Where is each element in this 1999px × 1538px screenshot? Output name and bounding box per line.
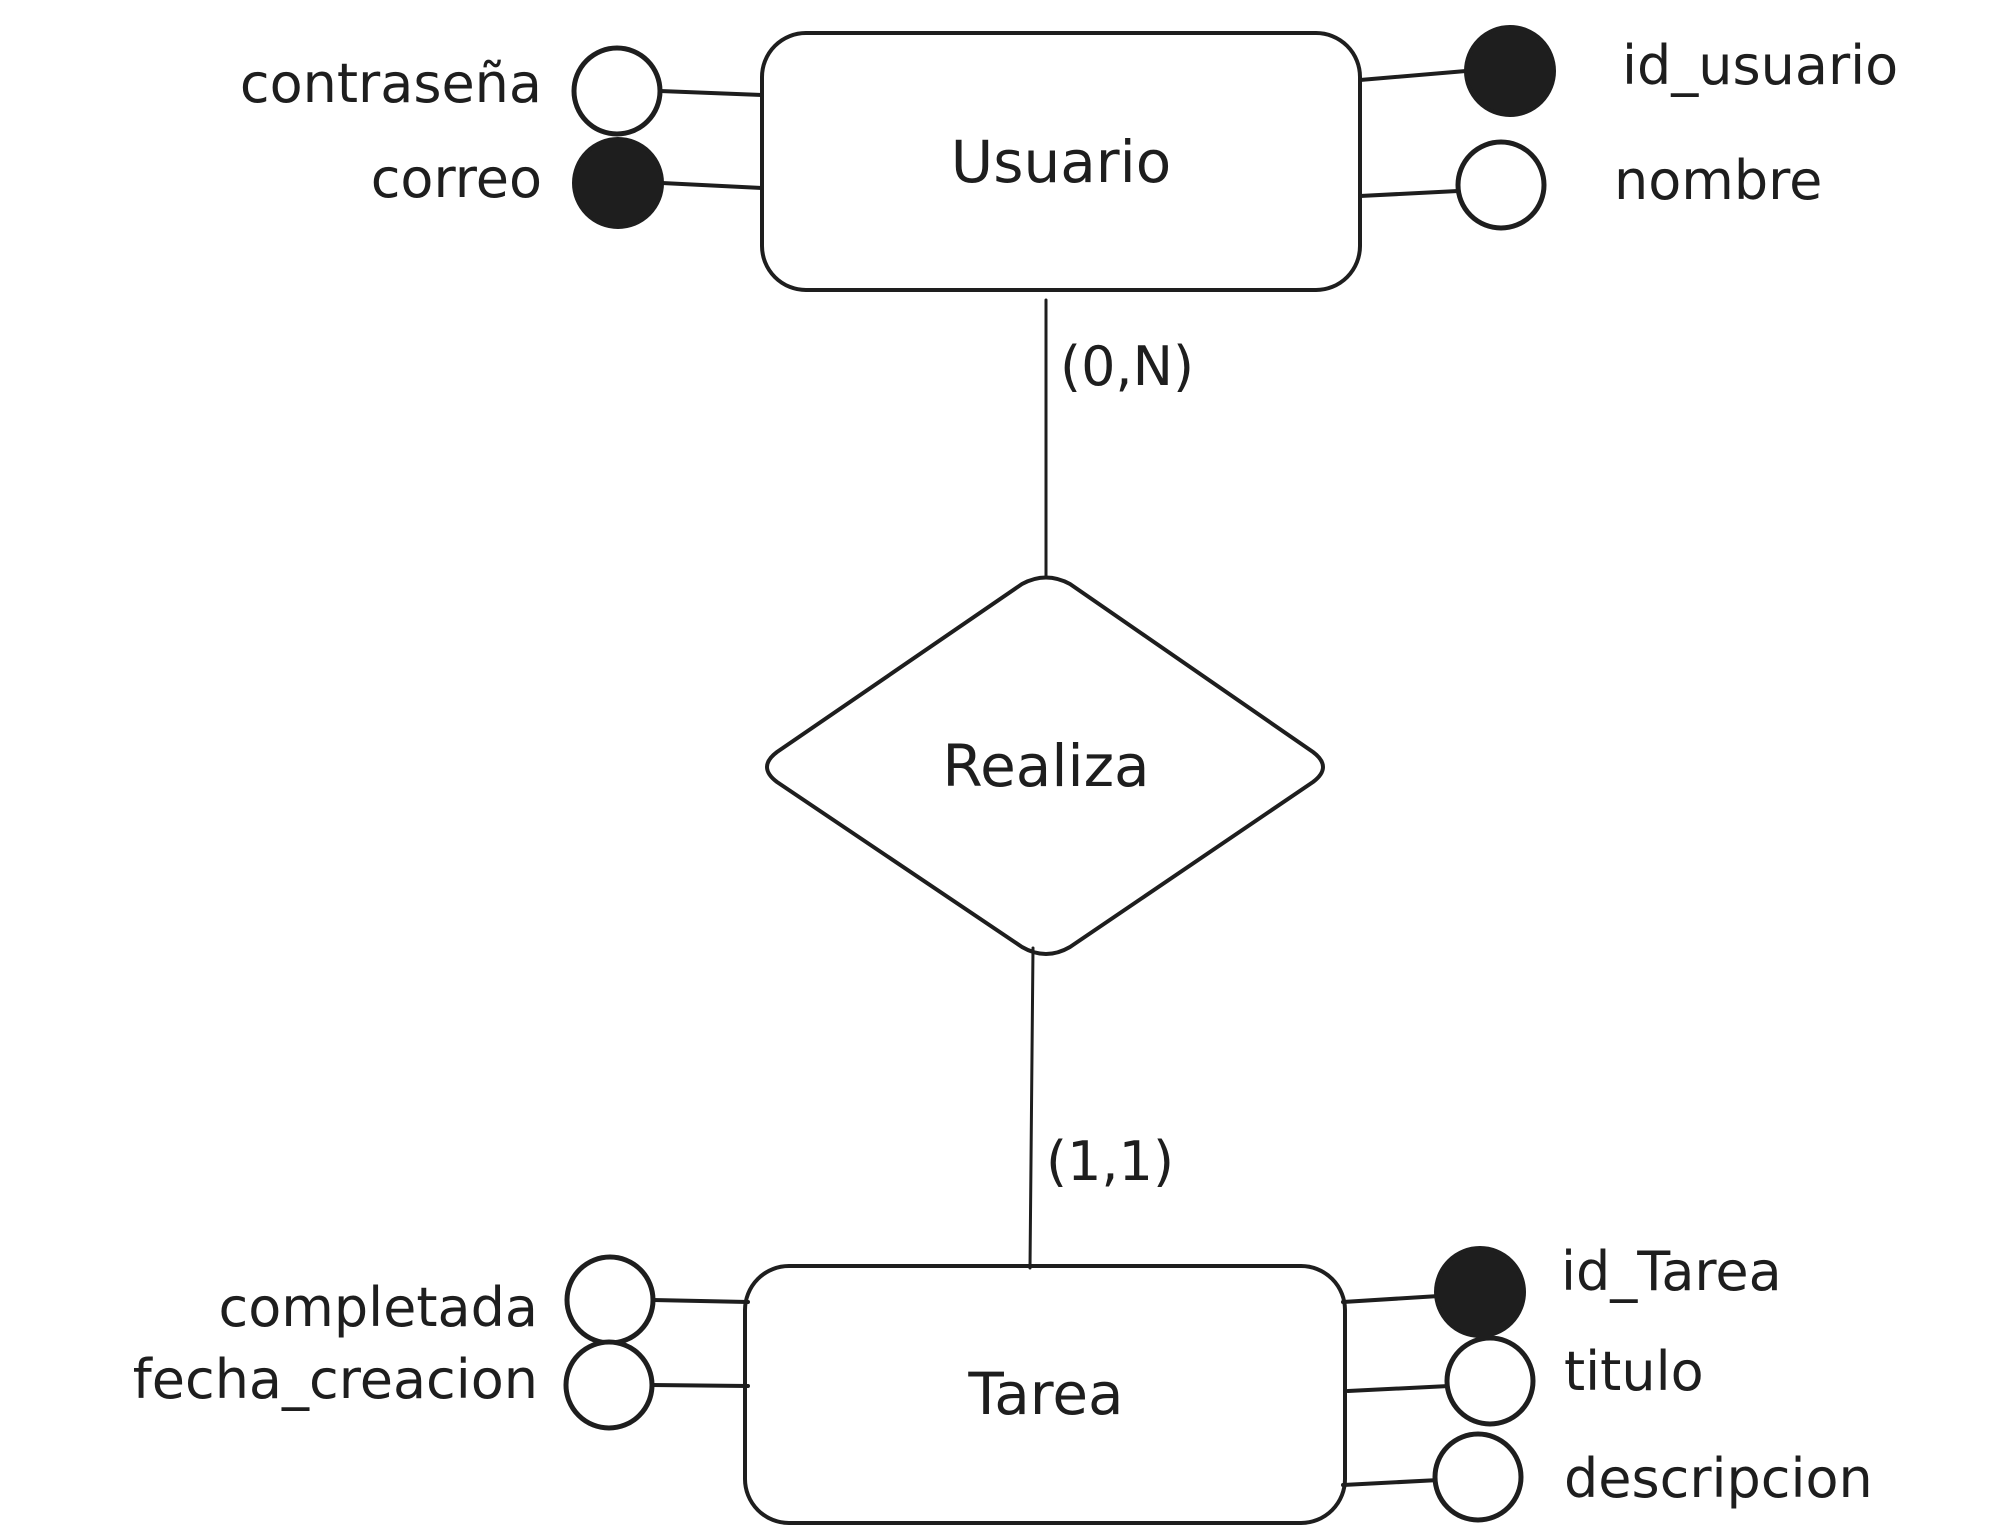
attribute-titulo-label: titulo — [1564, 1340, 1704, 1403]
entity-tarea-box[interactable] — [743, 1264, 1347, 1525]
entity-usuario-box[interactable] — [760, 31, 1362, 292]
attribute-completada-label: completada — [219, 1276, 538, 1339]
attribute-correo-key-marker[interactable] — [572, 137, 664, 229]
attribute-fecha-creacion-label: fecha_creacion — [133, 1348, 538, 1411]
connector-nombre — [1358, 189, 1460, 198]
connector-id-usuario — [1358, 69, 1468, 82]
relationship-realiza-name: Realiza — [942, 732, 1149, 800]
attribute-descripcion-label: descripcion — [1564, 1447, 1873, 1510]
connector-fecha-creacion — [650, 1383, 750, 1388]
connector-completada — [651, 1298, 750, 1304]
attribute-id-usuario-key-marker[interactable] — [1464, 25, 1556, 117]
entity-tarea-name: Tarea — [967, 1360, 1123, 1428]
connector-correo — [660, 181, 764, 190]
attribute-correo-label: correo — [371, 147, 542, 210]
attribute-contrasena-marker[interactable] — [571, 45, 663, 137]
connector-contrasena — [658, 89, 764, 97]
relationship-realiza-diamond[interactable] — [765, 575, 1325, 956]
attribute-nombre-label: nombre — [1614, 149, 1822, 212]
attribute-nombre-marker[interactable] — [1455, 139, 1547, 231]
attribute-id-usuario-label: id_usuario — [1622, 34, 1898, 97]
relationship-line-tarea — [1028, 946, 1035, 1270]
connector-id-tarea — [1341, 1294, 1441, 1304]
attribute-fecha-creacion-marker[interactable] — [563, 1339, 655, 1431]
entity-usuario-name: Usuario — [951, 128, 1171, 196]
connector-titulo — [1346, 1384, 1451, 1393]
attribute-titulo-marker[interactable] — [1444, 1335, 1536, 1427]
cardinality-usuario: (0,N) — [1060, 335, 1194, 398]
attribute-id-tarea-key-marker[interactable] — [1434, 1246, 1526, 1338]
cardinality-tarea: (1,1) — [1046, 1130, 1174, 1193]
attribute-contrasena-label: contraseña — [240, 52, 542, 115]
attribute-descripcion-marker[interactable] — [1432, 1431, 1524, 1523]
connector-descripcion — [1341, 1478, 1441, 1487]
attribute-id-tarea-label: id_Tarea — [1561, 1240, 1782, 1303]
attribute-completada-marker[interactable] — [564, 1254, 656, 1346]
